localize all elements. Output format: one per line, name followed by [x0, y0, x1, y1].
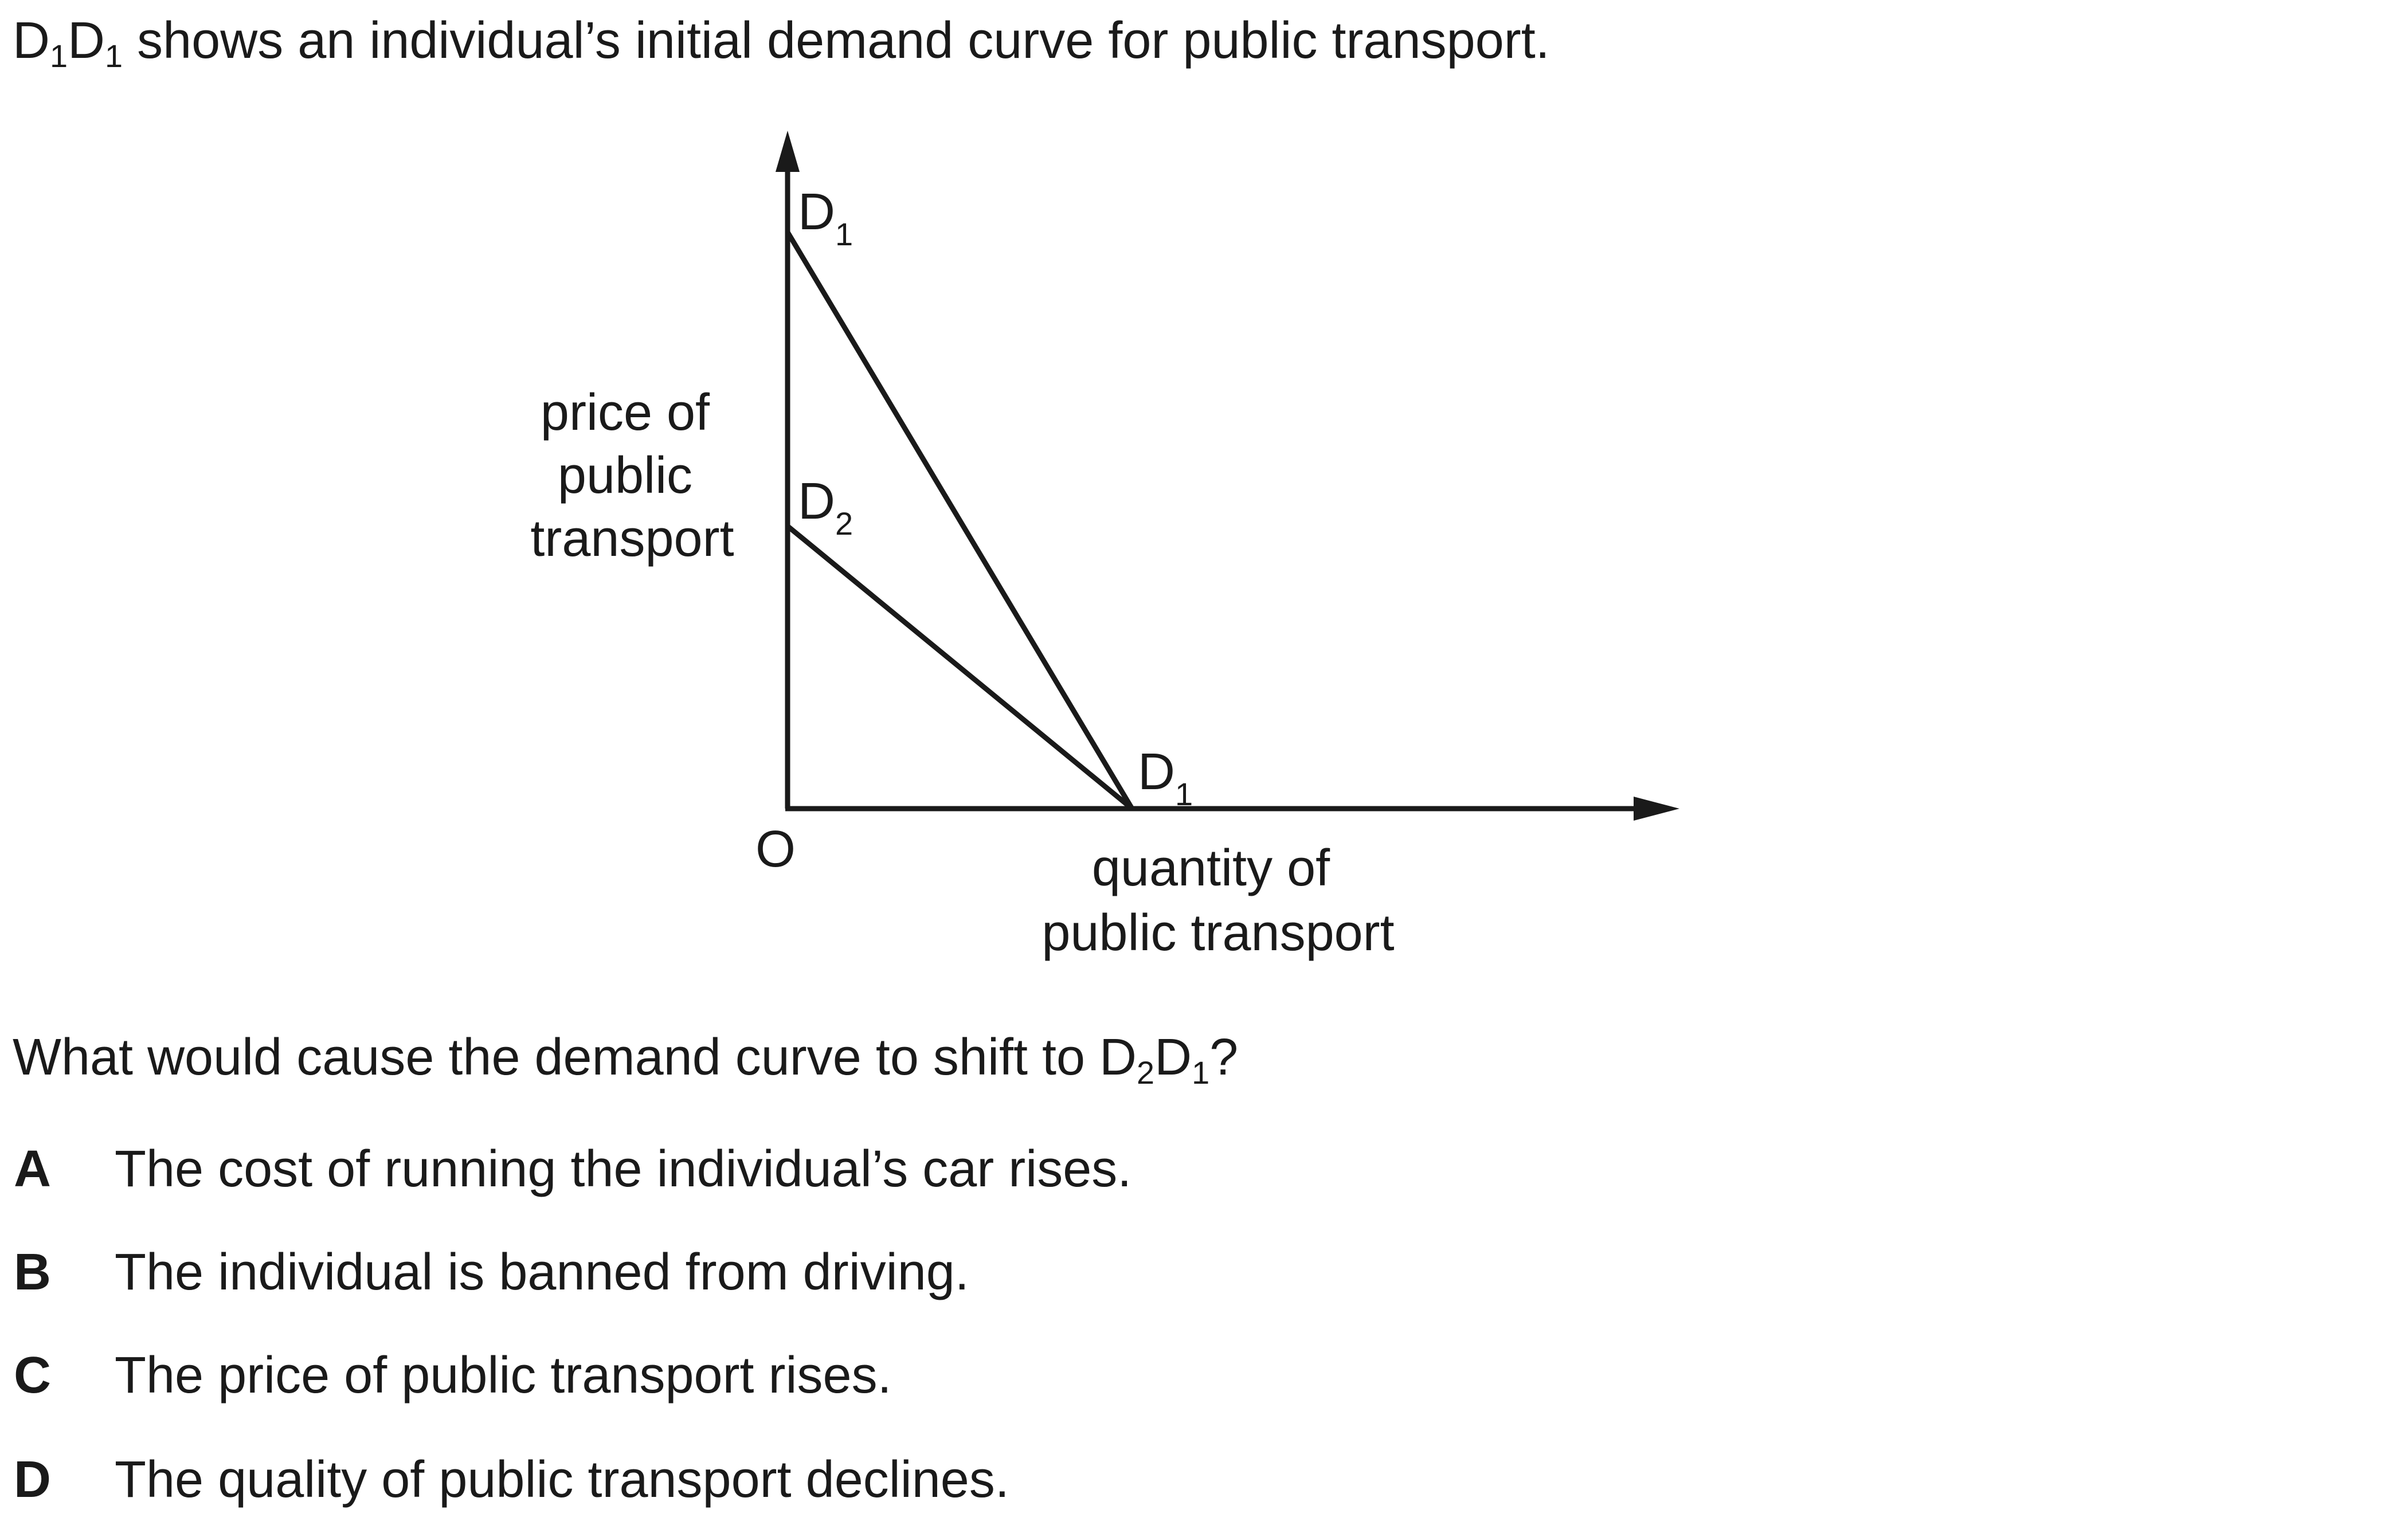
x-axis-arrowhead [1634, 797, 1679, 821]
option-c-text[interactable]: The price of public transport rises. [115, 1347, 892, 1404]
x-axis-label: quantity of public transport [1041, 840, 1394, 962]
intro-text: shows an individual’s initial demand cur… [123, 12, 1550, 69]
question-sub-b: 1 [1192, 1054, 1210, 1091]
question-text: What would cause the demand curve to shi… [13, 1029, 1239, 1088]
option-c-letter[interactable]: C [14, 1347, 51, 1404]
question-mid: D [1154, 1029, 1192, 1086]
origin-label: O [755, 821, 796, 878]
intro-curve-sub-2: 1 [105, 37, 123, 74]
option-b-text[interactable]: The individual is banned from driving. [115, 1244, 969, 1301]
question-end: ? [1209, 1029, 1239, 1086]
option-b-letter[interactable]: B [14, 1244, 51, 1301]
option-a-letter[interactable]: A [14, 1140, 51, 1198]
option-d-text[interactable]: The quality of public transport declines… [115, 1451, 1009, 1508]
intro-curve-label-2: D [68, 12, 105, 69]
question-sub-a: 2 [1137, 1054, 1155, 1091]
intro-curve-label-1: D [13, 12, 50, 69]
y-axis-label: price of public transport [530, 384, 734, 567]
demand-curve-d2d1 [786, 524, 1134, 811]
intro-sentence: D1D1 shows an individual’s initial deman… [13, 12, 1550, 72]
y-axis-arrowhead [776, 131, 800, 172]
curve-label-d1-bottom: D1 [1138, 743, 1193, 812]
question-main: What would cause the demand curve to shi… [13, 1029, 1137, 1086]
option-a-text[interactable]: The cost of running the individual’s car… [115, 1140, 1132, 1198]
curve-label-d1-top: D1 [798, 183, 853, 252]
curve-label-d2-top: D2 [798, 473, 853, 542]
intro-curve-sub-1: 1 [50, 37, 68, 74]
demand-curve-d1d1 [785, 230, 1134, 810]
option-d-letter[interactable]: D [14, 1451, 51, 1508]
